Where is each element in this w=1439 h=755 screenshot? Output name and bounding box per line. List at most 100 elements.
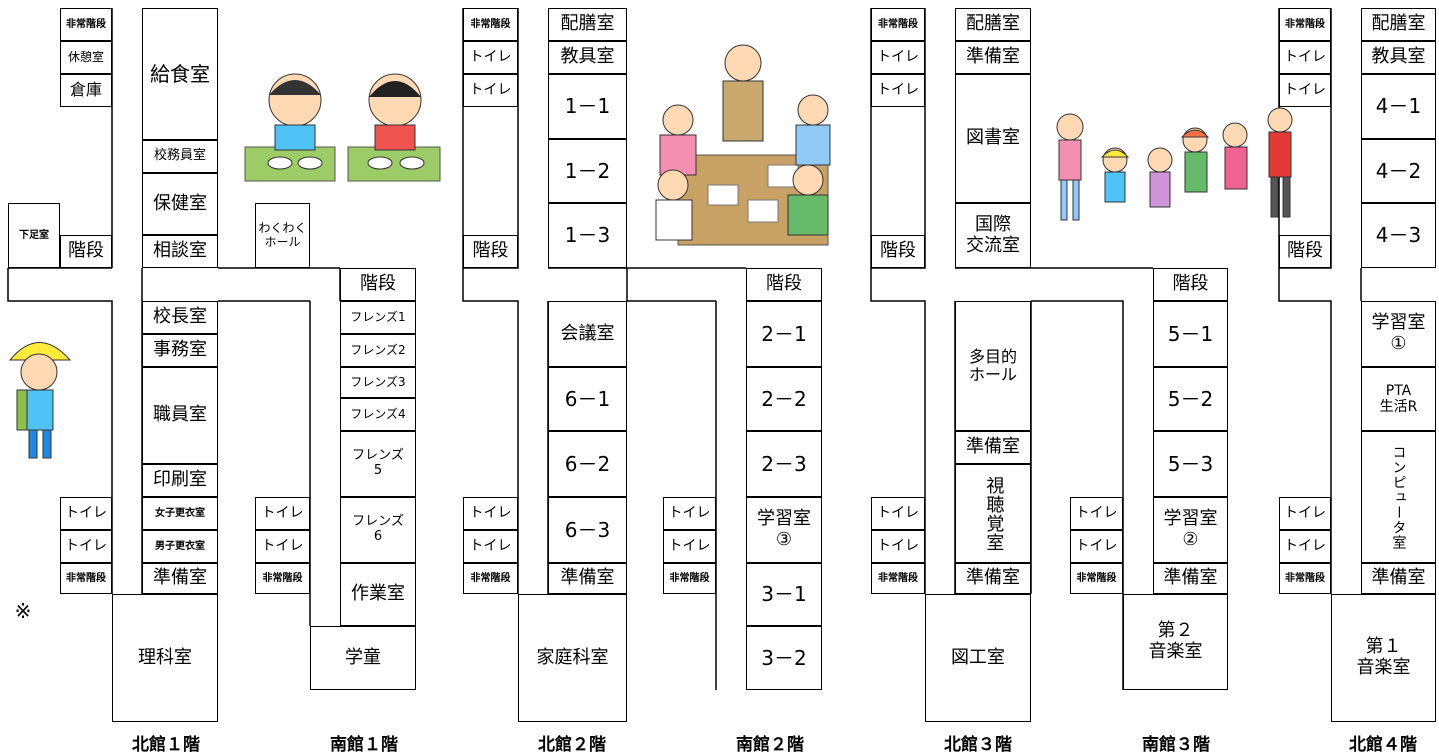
- classroom-2-2: 2－2: [746, 367, 822, 431]
- workshop-room: 作業室: [340, 563, 416, 626]
- teaching-materials-room-north2: 教具室: [548, 41, 627, 74]
- stairs-north2: 階段: [463, 235, 518, 268]
- stairs-south1: 階段: [340, 268, 416, 301]
- classroom-6-3: 6－3: [548, 497, 627, 563]
- caption-north-2f: 北館２階: [538, 735, 606, 755]
- rest-room-north1: 休憩室: [60, 41, 112, 74]
- counseling-room: 相談室: [142, 235, 218, 268]
- learning-room-2: 学習室 ②: [1153, 497, 1228, 563]
- caption-north-1f: 北館１階: [132, 735, 200, 755]
- emergency-stairs-south3: 非常階段: [1070, 563, 1123, 594]
- toilet-south1-b: トイレ: [255, 530, 310, 563]
- learning-room-3: 学習室 ③: [746, 497, 822, 563]
- administration-office: 事務室: [142, 334, 218, 367]
- emergency-stairs-north2-top: 非常階段: [463, 8, 518, 41]
- toilet-north3-b: トイレ: [871, 530, 925, 563]
- serving-room-north4: 配膳室: [1361, 8, 1436, 41]
- emergency-stairs-north2-bottom: 非常階段: [463, 563, 518, 594]
- nurse-room: 保健室: [142, 173, 218, 235]
- toilet-south1-a: トイレ: [255, 497, 310, 530]
- music-room-2: 第２ 音楽室: [1123, 594, 1228, 690]
- custodian-room: 校務員室: [142, 140, 218, 173]
- emergency-stairs-north4-bottom: 非常階段: [1279, 563, 1331, 594]
- toilet-south3-a: トイレ: [1070, 497, 1123, 530]
- prep-room-south3: 準備室: [1153, 563, 1228, 594]
- stairs-north3: 階段: [871, 235, 925, 268]
- toilet-north3-top-a: トイレ: [871, 41, 925, 74]
- toilet-north2-a: トイレ: [463, 497, 518, 530]
- classroom-3-1: 3－1: [746, 563, 822, 626]
- classroom-4-1: 4－1: [1361, 74, 1436, 139]
- classroom-1-3: 1－3: [548, 203, 627, 268]
- emergency-stairs-north1-top: 非常階段: [60, 8, 112, 41]
- toilet-north3-a: トイレ: [871, 497, 925, 530]
- classroom-3-2: 3－2: [746, 626, 822, 690]
- friends-4-room: フレンズ4: [340, 398, 416, 431]
- toilet-north4-a: トイレ: [1279, 497, 1331, 530]
- emergency-stairs-south1: 非常階段: [255, 563, 310, 594]
- staff-room: 職員室: [142, 367, 218, 464]
- audiovisual-room-label: 視聴覚室: [983, 475, 1005, 552]
- classroom-1-2: 1－2: [548, 139, 627, 203]
- friends-2-room: フレンズ2: [340, 334, 416, 367]
- computer-room-label: コンピュータ室: [1390, 444, 1407, 550]
- caption-south-3f: 南館３階: [1142, 735, 1210, 755]
- children-walking-illustration: [1056, 107, 1293, 221]
- toilet-south2-a: トイレ: [663, 497, 716, 530]
- multipurpose-hall: 多目的 ホール: [955, 301, 1031, 431]
- boys-changing-room: 男子更衣室: [142, 530, 218, 563]
- storage-room-north1: 倉庫: [60, 74, 112, 107]
- classroom-6-1: 6－1: [548, 367, 627, 431]
- friends-6-room: フレンズ 6: [340, 497, 416, 563]
- friends-3-room: フレンズ3: [340, 367, 416, 398]
- learning-room-1: 学習室 ①: [1361, 301, 1436, 367]
- classroom-5-1: 5－1: [1153, 301, 1228, 367]
- classroom-4-3: 4－3: [1361, 203, 1436, 268]
- caption-south-1f: 南館１階: [330, 735, 398, 755]
- toilet-north2-top-b: トイレ: [463, 74, 518, 107]
- stairs-north1: 階段: [60, 235, 112, 268]
- classroom-2-3: 2－3: [746, 431, 822, 497]
- prep-room-north4: 準備室: [1361, 563, 1436, 594]
- toilet-north1-b: トイレ: [60, 530, 112, 563]
- emergency-stairs-north1-bottom: 非常階段: [60, 563, 112, 594]
- meeting-room: 会議室: [548, 301, 627, 367]
- prep-room-north3-bottom: 準備室: [955, 563, 1031, 594]
- emergency-stairs-north4-top: 非常階段: [1279, 8, 1331, 41]
- wakuwaku-hall: わくわく ホール: [255, 203, 310, 268]
- audiovisual-room: 視聴覚室: [955, 464, 1031, 563]
- caption-north-3f: 北館３階: [944, 735, 1012, 755]
- classroom-5-2: 5－2: [1153, 367, 1228, 431]
- music-room-1: 第１ 音楽室: [1331, 594, 1436, 722]
- toilet-north4-top-b: トイレ: [1279, 74, 1331, 107]
- toilet-north3-top-b: トイレ: [871, 74, 925, 107]
- after-school-club-room: 学童: [310, 626, 416, 690]
- pta-life-room: PTA 生活R: [1361, 367, 1436, 431]
- girls-changing-room: 女子更衣室: [142, 497, 218, 530]
- printing-room: 印刷室: [142, 464, 218, 497]
- art-room: 図工室: [925, 594, 1031, 722]
- stairs-south3: 階段: [1153, 268, 1228, 301]
- classroom-4-2: 4－2: [1361, 139, 1436, 203]
- friends-1-room: フレンズ1: [340, 301, 416, 334]
- classroom-2-1: 2－1: [746, 301, 822, 367]
- stairs-south2: 階段: [746, 268, 822, 301]
- prep-room-north2: 準備室: [548, 563, 627, 594]
- principal-office: 校長室: [142, 301, 218, 334]
- library-room: 図書室: [955, 74, 1031, 203]
- note-mark: ※: [8, 598, 38, 624]
- computer-room: コンピュータ室: [1361, 431, 1436, 563]
- emergency-stairs-north3-top: 非常階段: [871, 8, 925, 41]
- prep-room-north3-mid: 準備室: [955, 431, 1031, 464]
- toilet-south2-b: トイレ: [663, 530, 716, 563]
- caption-north-4f: 北館４階: [1349, 735, 1417, 755]
- prep-room-north3-top: 準備室: [955, 41, 1031, 74]
- toilet-north2-b: トイレ: [463, 530, 518, 563]
- emergency-stairs-north3-bottom: 非常階段: [871, 563, 925, 594]
- student-walking-illustration: [8, 342, 72, 459]
- classroom-5-3: 5－3: [1153, 431, 1228, 497]
- caption-south-2f: 南館２階: [736, 735, 804, 755]
- serving-room-north3: 配膳室: [955, 8, 1031, 41]
- classroom-group-illustration: [655, 44, 831, 246]
